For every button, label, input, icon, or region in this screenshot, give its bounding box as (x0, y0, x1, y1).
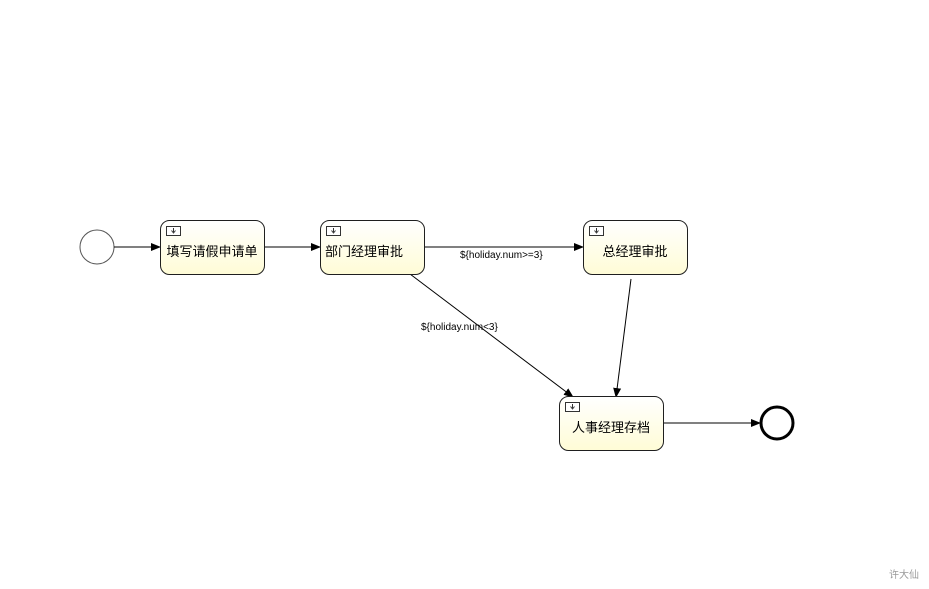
task-dept-manager-approval[interactable]: 部门经理审批 (320, 220, 425, 275)
end-event[interactable] (759, 405, 795, 441)
flow-dept-manager-to-hr-manager[interactable] (409, 273, 574, 398)
task-label: 填写请假申请单 (166, 245, 257, 260)
task-general-manager-approval[interactable]: 总经理审批 (583, 220, 688, 275)
user-task-icon (326, 226, 341, 236)
start-event[interactable] (79, 229, 115, 265)
condition-label-holiday-gte-3: ${holiday.num>=3} (460, 250, 543, 261)
task-hr-manager-archive[interactable]: 人事经理存档 (559, 396, 664, 451)
task-label: 人事经理存档 (572, 421, 650, 436)
task-label: 总经理审批 (602, 245, 667, 260)
flow-general-manager-to-hr-manager[interactable] (613, 278, 632, 398)
user-task-icon (166, 226, 181, 236)
watermark: 许大仙 (889, 570, 919, 581)
task-label: 部门经理审批 (325, 245, 403, 260)
user-task-icon (589, 226, 604, 236)
task-fill-leave-form[interactable]: 填写请假申请单 (160, 220, 265, 275)
condition-label-holiday-lt-3: ${holiday.num<3} (421, 322, 498, 333)
user-task-icon (565, 402, 580, 412)
